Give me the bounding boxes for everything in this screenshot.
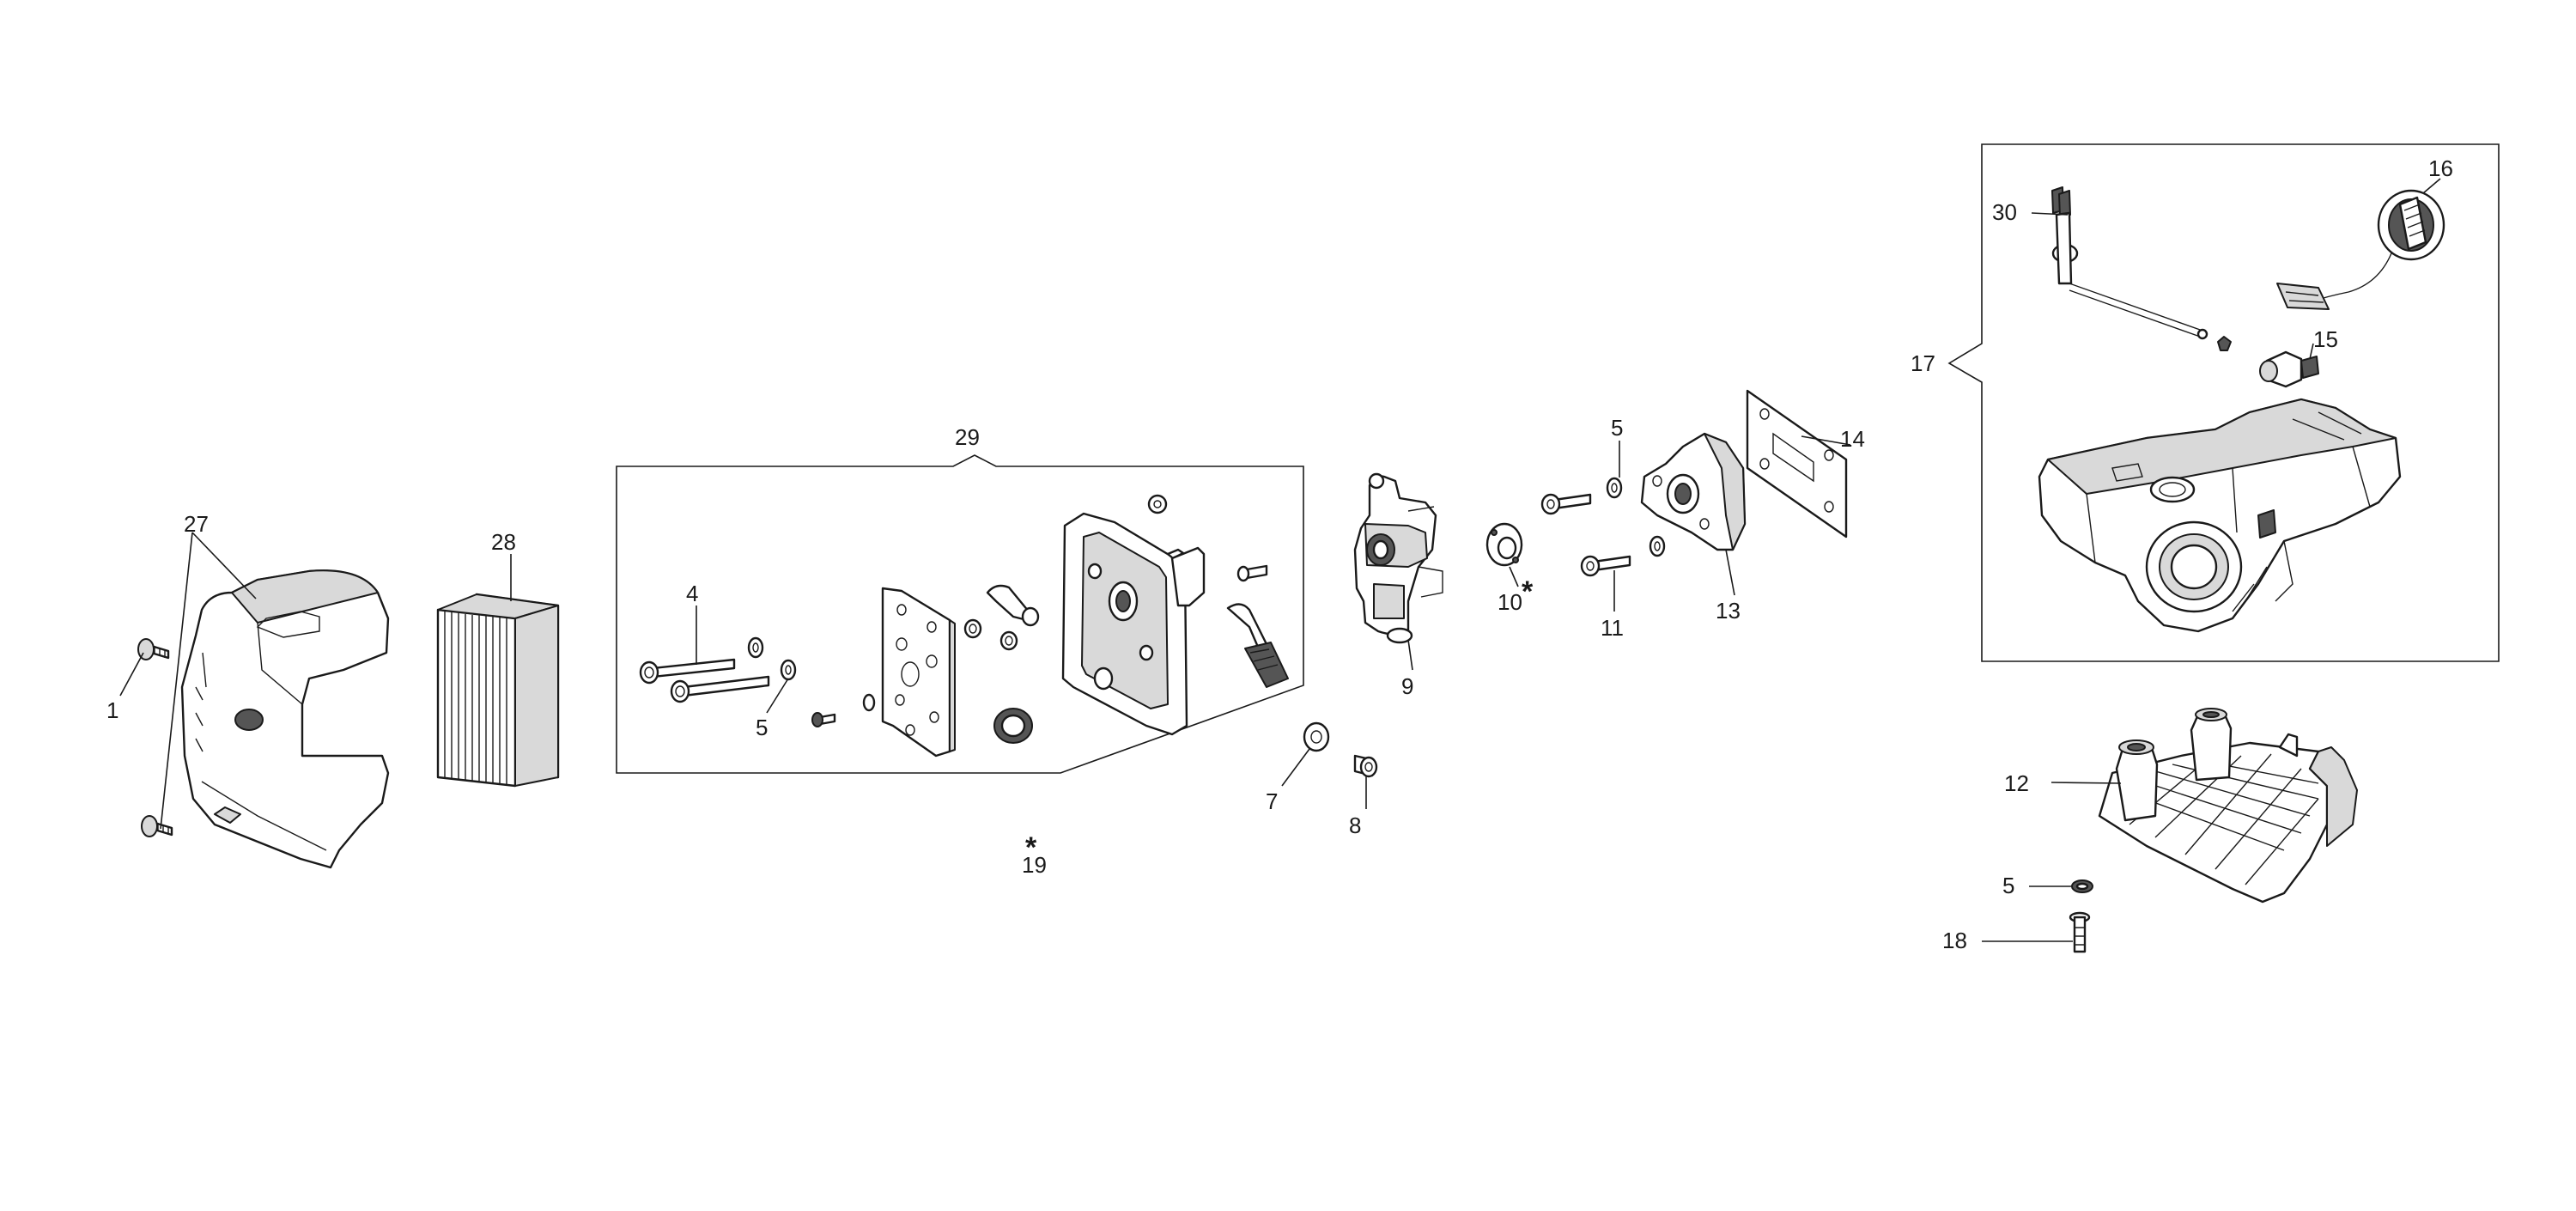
group-17-bracket [1947,143,2500,662]
label-29: 29 [955,424,980,450]
label-9: 9 [1401,673,1413,699]
washer-part-5-group-b [780,659,797,681]
label-30: 30 [1992,199,2017,225]
fuel-cap-part-16 [2309,189,2445,303]
label-1: 1 [106,697,118,723]
housing-small-bolt [1236,564,1268,582]
label-18: 18 [1942,928,1967,953]
bolt-part-8 [1353,754,1378,778]
label-19-asterisk: * [1025,831,1037,864]
air-filter-base-plate [881,587,956,758]
group-29-bracket [616,454,1304,774]
label-14: 14 [1840,426,1865,452]
bolt-part-18 [2069,911,2091,953]
gasket-plate-part-14 [1746,389,1848,539]
bolt-part-11-lower [1580,555,1631,577]
label-10: 10 [1498,589,1522,615]
washer-part-5-base [2071,879,2093,893]
washer-part-5-group-a [747,636,764,659]
choke-lever-link [986,584,1040,627]
carburetor-part-9 [1353,472,1443,644]
small-nut-a [963,618,982,639]
washer-part-5-intake-a [1606,477,1623,499]
label-7: 7 [1266,788,1278,814]
housing-nut [1147,494,1168,514]
label-13: 13 [1716,598,1741,624]
fuel-pipe-part-30 [2051,186,2208,340]
cover-screw-part-1-upper [137,638,170,660]
filter-housing-back-plate [1061,512,1204,736]
fuel-filter-part-15 [2259,350,2319,388]
small-nut-b [999,630,1018,651]
washer-part-7 [1303,721,1330,752]
leader-lines [119,178,2441,942]
choke-lever [1226,603,1289,688]
small-screw-group [811,712,836,727]
label-12: 12 [2004,770,2029,796]
part-labels: 27 1 28 29 4 5 5 5 7 8 9 10 * 11 12 13 1… [106,155,2453,953]
label-28: 28 [491,529,516,555]
long-bolt-part-4-lower [670,675,770,703]
label-4: 4 [686,581,698,606]
housing-side-bracket [1170,546,1206,607]
air-filter-cover-part-27 [180,569,390,869]
label-5-intake: 5 [1611,415,1623,441]
gasket-part-10 [1485,522,1523,567]
label-17: 17 [1911,350,1935,376]
label-16: 16 [2428,155,2453,181]
fuel-tank-part-17 [2038,398,2402,633]
base-guard-part-12 [2098,708,2358,904]
bolt-part-11-upper [1540,493,1592,515]
air-filter-element-part-28 [436,593,560,788]
washer-part-5-intake-b [1649,535,1666,557]
fuel-line-clip [2217,336,2232,351]
label-15: 15 [2313,326,2338,352]
small-washer-group [862,693,876,712]
intake-manifold-part-13 [1640,432,1747,551]
label-19: 19 [1022,852,1047,878]
long-bolt-part-4-upper [639,658,736,685]
cover-screw-part-1-lower [141,815,173,837]
label-5-base: 5 [2002,873,2014,898]
label-27: 27 [184,511,209,537]
label-5-group: 5 [756,715,768,740]
label-8: 8 [1349,812,1361,838]
label-11: 11 [1601,615,1624,641]
rubber-grommet [993,708,1033,744]
label-10-asterisk: * [1522,575,1534,608]
fuel-filter-strap [2276,283,2330,310]
